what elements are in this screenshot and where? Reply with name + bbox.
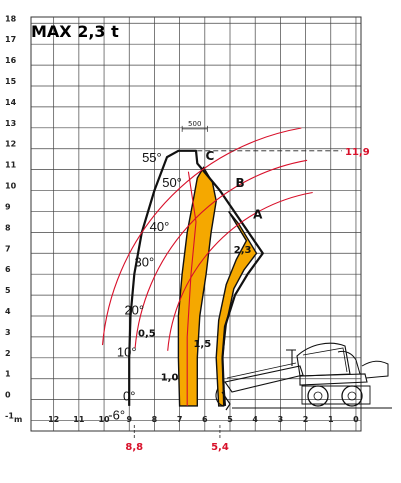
- telehandler-part: [226, 362, 297, 379]
- boom-position-label: C: [205, 149, 214, 163]
- x-tick-label: 2: [303, 415, 309, 424]
- reach-arc: [101, 127, 302, 346]
- reach-marker-label: 8,8: [125, 442, 143, 453]
- telehandler-part: [224, 365, 304, 393]
- y-tick-label: 17: [5, 35, 16, 44]
- y-tick-label: 0: [5, 391, 11, 400]
- x-tick-label: 6: [202, 415, 208, 424]
- x-tick-label: 4: [252, 415, 258, 424]
- y-tick-label: 8: [5, 223, 11, 232]
- angle-label: 50°: [162, 175, 182, 190]
- x-tick-label: 10: [98, 415, 110, 424]
- x-tick-label: 3: [278, 415, 284, 424]
- load-zone-label: 1,0: [161, 373, 179, 384]
- x-tick-label: 11: [73, 415, 85, 424]
- load-zone-label: 1,5: [193, 339, 211, 350]
- y-tick-label: 7: [5, 244, 11, 253]
- telehandler-part: [299, 373, 368, 386]
- plot-frame: [30, 16, 362, 432]
- y-tick-label: 9: [5, 202, 11, 211]
- centre-reach-line: [186, 171, 197, 406]
- reach-marker-label: 11,9: [345, 147, 370, 158]
- boom-position-label: B: [236, 176, 245, 190]
- y-tick-label: 6: [5, 265, 11, 274]
- reach-arc: [134, 159, 308, 349]
- y-tick-label: 13: [5, 119, 16, 128]
- reach-arc: [167, 191, 313, 351]
- load-zone-band: [177, 166, 217, 407]
- telehandler-part: [361, 360, 389, 379]
- y-tick-label: 1: [5, 370, 11, 379]
- x-tick-label: 9: [126, 415, 132, 424]
- y-tick-label: 11: [5, 161, 17, 170]
- y-tick-label: 2: [5, 349, 11, 358]
- x-unit-label: m: [14, 415, 22, 424]
- telehandler-part: [337, 350, 361, 375]
- telehandler-wheel-hub: [313, 391, 323, 401]
- angle-label: 10°: [117, 345, 137, 360]
- angle-label: 40°: [150, 219, 170, 234]
- telehandler-part: [302, 347, 348, 373]
- telehandler-part: [215, 387, 225, 407]
- telehandler-wheel-hub: [347, 391, 357, 401]
- angle-label: 0°: [123, 388, 135, 403]
- y-tick-label: 14: [5, 98, 17, 107]
- x-tick-label: 5: [227, 415, 233, 424]
- boom-position-label: A: [253, 208, 263, 222]
- chart-title: MAX 2,3 t: [31, 22, 119, 41]
- x-tick-label: 0: [353, 415, 359, 424]
- angle-label: 20°: [124, 303, 144, 318]
- telehandler-part: [221, 391, 231, 411]
- y-tick-label: 4: [5, 307, 11, 316]
- y-tick-label: 16: [5, 56, 17, 65]
- x-tick-label: 8: [152, 415, 158, 424]
- dimension-label: 500: [188, 120, 201, 128]
- reach-envelope: [101, 127, 313, 406]
- x-tick-label: 12: [48, 415, 59, 424]
- angle-label: 30°: [135, 255, 155, 270]
- y-tick-label: 10: [5, 182, 17, 191]
- y-tick-label: 18: [5, 14, 17, 23]
- y-tick-label: 5: [5, 286, 11, 295]
- telehandler-illustration: [215, 342, 392, 411]
- y-tick-label: -1: [5, 412, 14, 421]
- envelope-outline: [128, 149, 264, 406]
- telehandler-part: [301, 385, 371, 405]
- y-tick-label: 15: [5, 77, 17, 86]
- reach-marker-label: 5,4: [211, 442, 229, 453]
- angle-label: 55°: [142, 150, 162, 165]
- angle-label: -6°: [108, 407, 125, 422]
- y-tick-label: 12: [5, 140, 16, 149]
- load-zone-label: 0,5: [138, 329, 156, 340]
- telehandler-part: [286, 349, 296, 366]
- load-zone-label: 2,3: [234, 245, 252, 256]
- telehandler-part: [296, 342, 351, 377]
- chart-labels: 11,9 8,8 5,4 500 55°50° 40° 30° 20° 10° 0° -6° C B A 2…: [108, 120, 369, 453]
- y-tick-label: 3: [5, 328, 11, 337]
- x-tick-label: 7: [177, 415, 183, 424]
- x-tick-label: 1: [328, 415, 334, 424]
